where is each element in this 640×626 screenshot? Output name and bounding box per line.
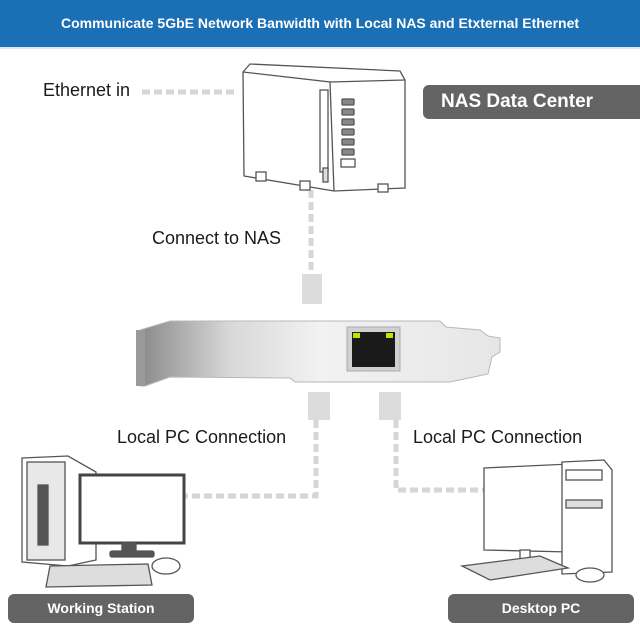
- working-station-badge: Working Station: [8, 594, 194, 623]
- rj45-plug-nas: [302, 274, 322, 304]
- nas-server-icon: [242, 63, 406, 193]
- link-led-left: [353, 333, 360, 338]
- header-banner: [0, 0, 640, 47]
- page-title: Communicate 5GbE Network Banwidth with L…: [60, 15, 580, 31]
- desktop-pc-icon: [459, 459, 613, 583]
- pcie-network-card-icon: [136, 320, 501, 387]
- header-divider: [0, 47, 640, 49]
- workstation-computer-icon: [21, 455, 186, 588]
- desktop-pc-badge: Desktop PC: [448, 594, 634, 623]
- local-pc-connection-left-label: Local PC Connection: [117, 427, 287, 447]
- cable-card-to-workstation: [174, 420, 319, 499]
- link-led-right: [386, 333, 393, 338]
- rj45-plug-right: [379, 392, 401, 420]
- rj45-plug-left: [308, 392, 330, 420]
- ethernet-in-label: Ethernet in: [43, 80, 131, 100]
- local-pc-connection-right-label: Local PC Connection: [413, 427, 583, 447]
- nas-data-center-badge: NAS Data Center: [423, 85, 640, 119]
- connect-to-nas-label: Connect to NAS: [152, 228, 282, 248]
